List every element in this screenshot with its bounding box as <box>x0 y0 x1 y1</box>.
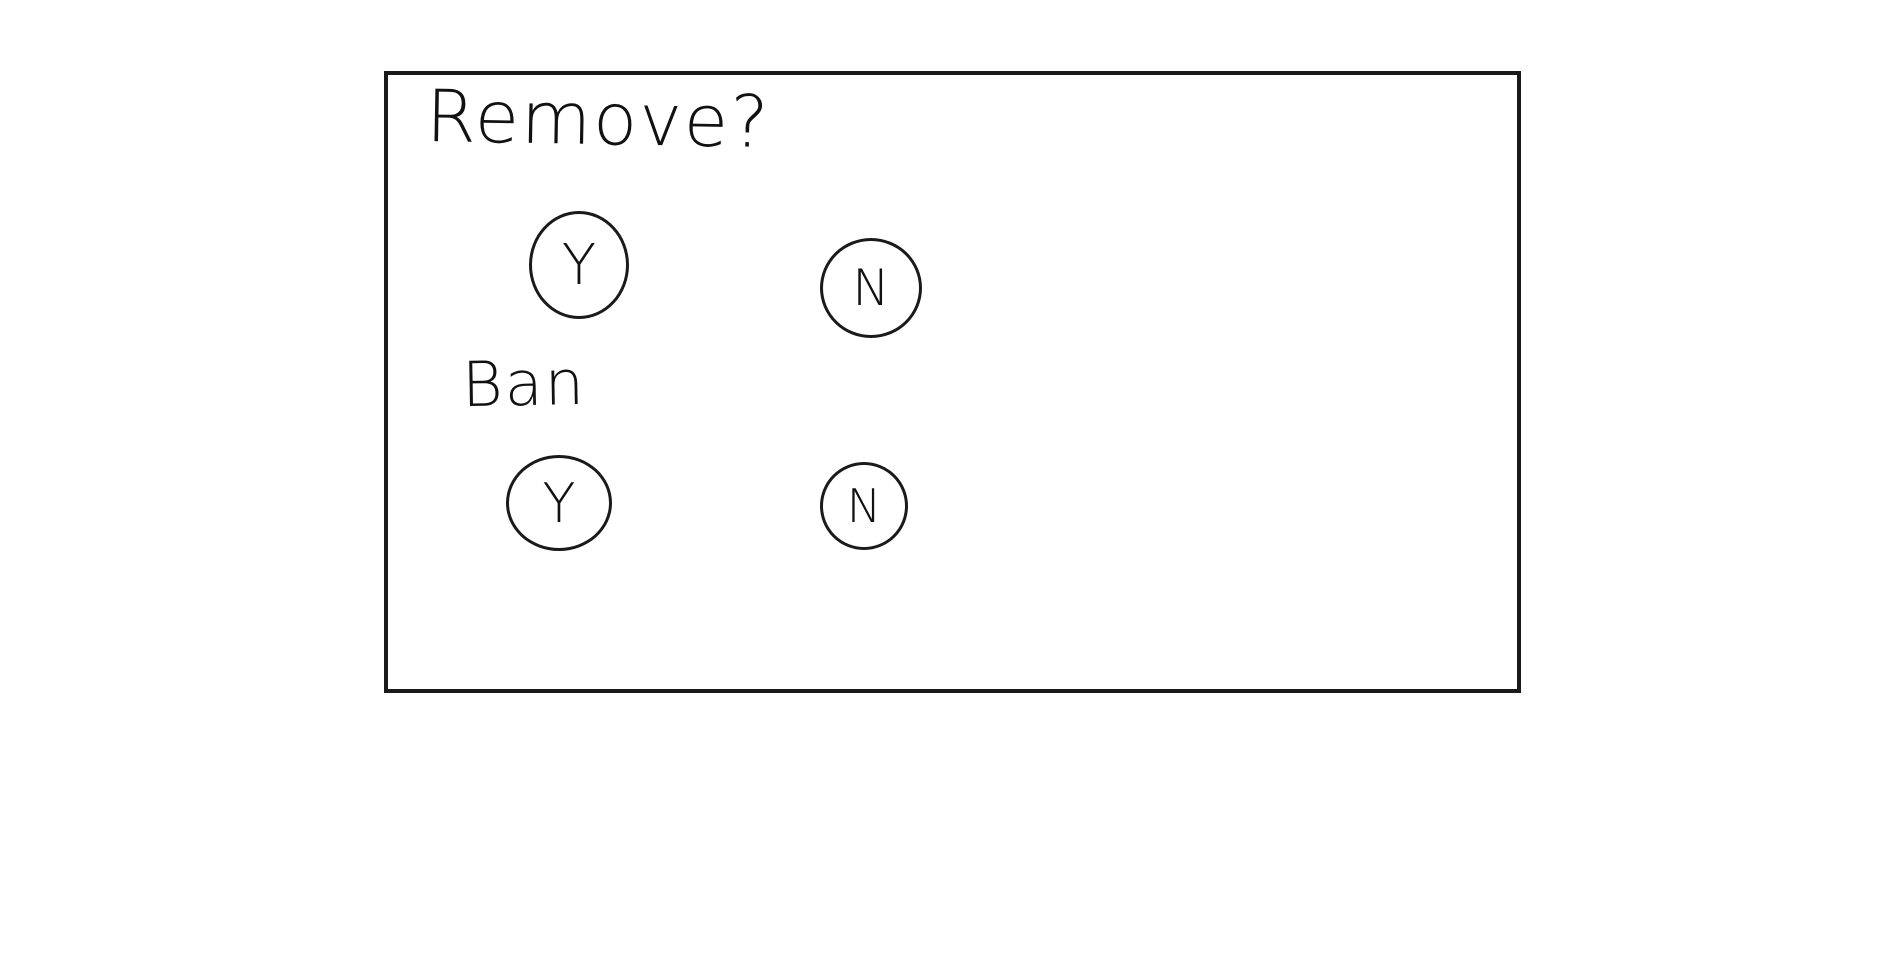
ban-yes-button[interactable]: Y <box>506 455 612 551</box>
remove-yes-button[interactable]: Y <box>529 211 629 319</box>
ban-prompt-label: Ban <box>461 345 587 422</box>
remove-prompt-label: Remove? <box>425 74 772 164</box>
ban-no-button[interactable]: N <box>820 462 908 550</box>
remove-no-button[interactable]: N <box>820 238 922 338</box>
moderation-dialog: Remove? Y N Ban Y N <box>384 71 1521 693</box>
